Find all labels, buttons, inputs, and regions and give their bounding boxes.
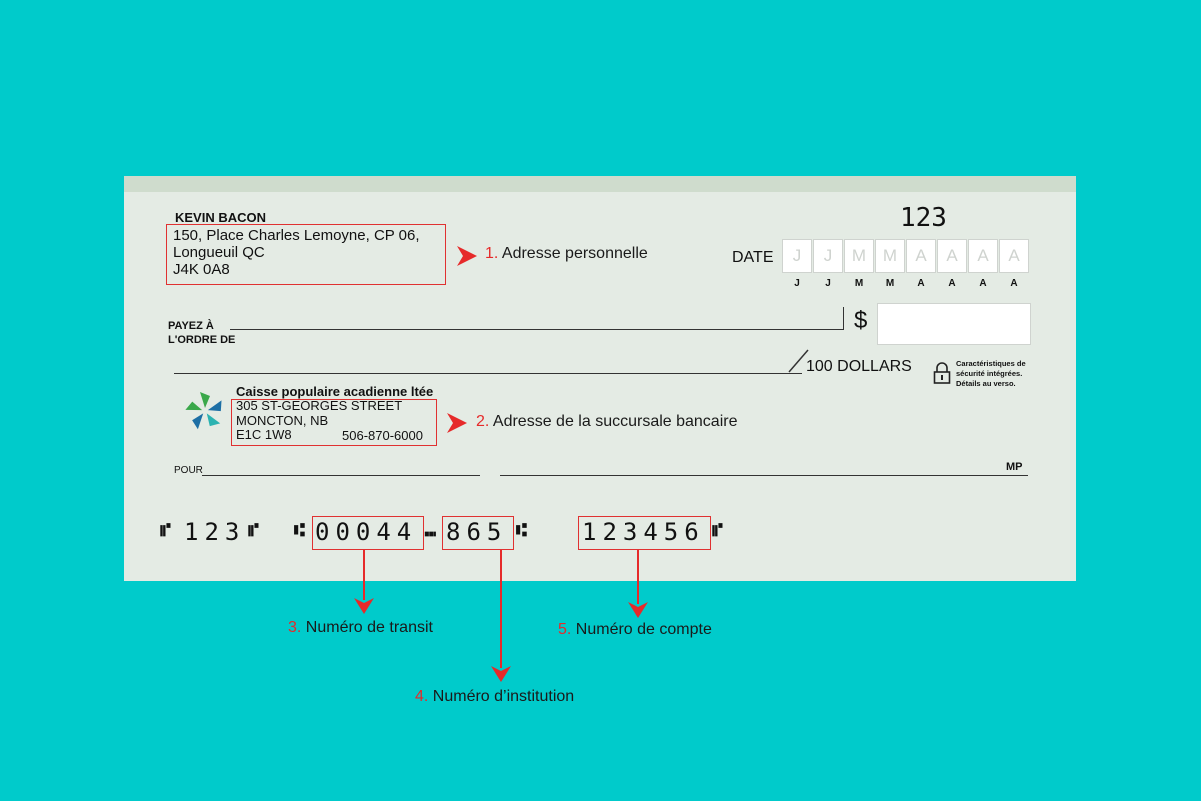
date-box[interactable]: A [999, 239, 1029, 273]
micr-transit-symbol: ⑆ [516, 520, 527, 541]
arrow-2-icon [447, 413, 467, 433]
payee-label-line: PAYEZ À [168, 320, 214, 332]
arrow-5-icon [628, 602, 648, 618]
bank-address-line: 305 ST-GEORGES STREET [236, 398, 403, 413]
payee-line-end [843, 307, 844, 330]
date-format-label: A [979, 278, 987, 289]
annotation-number: 5. [558, 621, 572, 638]
signature-line[interactable] [500, 475, 1028, 476]
annotation-text: Numéro de transit [305, 619, 433, 636]
owner-name: KEVIN BACON [175, 210, 267, 225]
micr-transit-number: 00044 [315, 518, 418, 546]
payee-line[interactable] [230, 329, 844, 330]
institution-highlight [442, 516, 514, 550]
annotation-number: 2. [476, 413, 490, 430]
cheque-top-band [124, 176, 1076, 192]
arrow-3-icon [354, 598, 374, 614]
dollar-sign: $ [854, 307, 868, 334]
lock-icon [933, 362, 951, 384]
bank-phone: 506-870-6000 [342, 428, 423, 443]
bank-logo-icon [185, 392, 222, 430]
annotation-1: 1. Adresse personnelle [485, 245, 648, 263]
micr-on-us-symbol: ⑈ [248, 520, 259, 541]
date-format-label: M [885, 278, 895, 289]
annotation-3: 3. Numéro de transit [288, 619, 433, 637]
date-box[interactable]: M [875, 239, 905, 273]
micr-institution-number: 865 [446, 518, 508, 546]
annotation-4: 4. Numéro d’institution [415, 688, 574, 706]
transit-highlight [312, 516, 424, 550]
date-format-label: J [825, 278, 831, 289]
annotation-text: Adresse personnelle [501, 245, 648, 262]
owner-address-highlight [166, 224, 446, 285]
arrow-4-icon [491, 666, 511, 682]
amount-words-line[interactable] [174, 373, 802, 374]
payee-label-line: L'ORDRE DE [168, 334, 236, 346]
dollars-text: 100 DOLLARS [806, 358, 912, 375]
date-box[interactable]: M [844, 239, 874, 273]
date-box[interactable]: J [813, 239, 843, 273]
account-highlight [578, 516, 711, 550]
date-box[interactable]: A [906, 239, 936, 273]
owner-address-line: Longueuil QC [173, 244, 265, 261]
payee-label: PAYEZ À L'ORDRE DE [168, 319, 235, 347]
micr-on-us-symbol: ⑈ [160, 520, 171, 541]
date-box[interactable]: A [968, 239, 998, 273]
annotation-number: 4. [415, 688, 429, 705]
micr-on-us-symbol: ⑈ [712, 520, 723, 541]
fraction-slash [788, 349, 809, 373]
date-format-label: M [854, 278, 864, 289]
signature-initials: MP [1006, 461, 1023, 473]
owner-address-line: J4K 0A8 [173, 261, 230, 278]
arrow-1-icon [457, 246, 477, 266]
owner-address-line: 150, Place Charles Lemoyne, CP 06, [173, 227, 420, 244]
date-box[interactable]: A [937, 239, 967, 273]
annotation-5: 5. Numéro de compte [558, 621, 712, 639]
date-format-label: J [794, 278, 800, 289]
security-note-line: Caractéristiques de [956, 359, 1026, 368]
security-note: Caractéristiques de sécurité intégrées. … [956, 359, 1026, 389]
amount-box[interactable] [877, 303, 1031, 345]
owner-address: 150, Place Charles Lemoyne, CP 06, Longu… [173, 227, 420, 278]
date-format-labels: J J M M A A A A [782, 278, 1029, 289]
bank-address-line: E1C 1W8 [236, 427, 292, 442]
bank-address-highlight [231, 399, 437, 446]
micr-dash-symbol: ⑉ [425, 520, 436, 541]
date-format-label: A [917, 278, 925, 289]
micr-cheque-number: 123 [184, 518, 246, 546]
security-note-line: Détails au verso. [956, 379, 1016, 388]
annotation-number: 3. [288, 619, 302, 636]
date-label: DATE [732, 249, 774, 266]
micr-account-number: 123456 [582, 518, 705, 546]
memo-label: POUR [174, 465, 203, 476]
annotation-text: Numéro d’institution [432, 688, 575, 705]
cheque-number: 123 [900, 203, 947, 233]
date-boxes[interactable]: J J M M A A A A [782, 239, 1029, 273]
bank-address: 305 ST-GEORGES STREET MONCTON, NB E1C 1W… [236, 398, 403, 443]
date-box[interactable]: J [782, 239, 812, 273]
date-format-label: A [948, 278, 956, 289]
date-format-label: A [1010, 278, 1018, 289]
annotation-2: 2. Adresse de la succursale bancaire [476, 413, 737, 431]
micr-transit-symbol: ⑆ [294, 520, 305, 541]
cheque: KEVIN BACON 150, Place Charles Lemoyne, … [124, 176, 1076, 581]
bank-address-line: MONCTON, NB [236, 412, 329, 428]
security-note-line: sécurité intégrées. [956, 369, 1023, 378]
annotation-number: 1. [485, 245, 499, 262]
bank-name: Caisse populaire acadienne ltée [236, 384, 434, 399]
memo-line[interactable] [202, 475, 480, 476]
annotation-text: Adresse de la succursale bancaire [492, 413, 738, 430]
annotation-text: Numéro de compte [575, 621, 712, 638]
